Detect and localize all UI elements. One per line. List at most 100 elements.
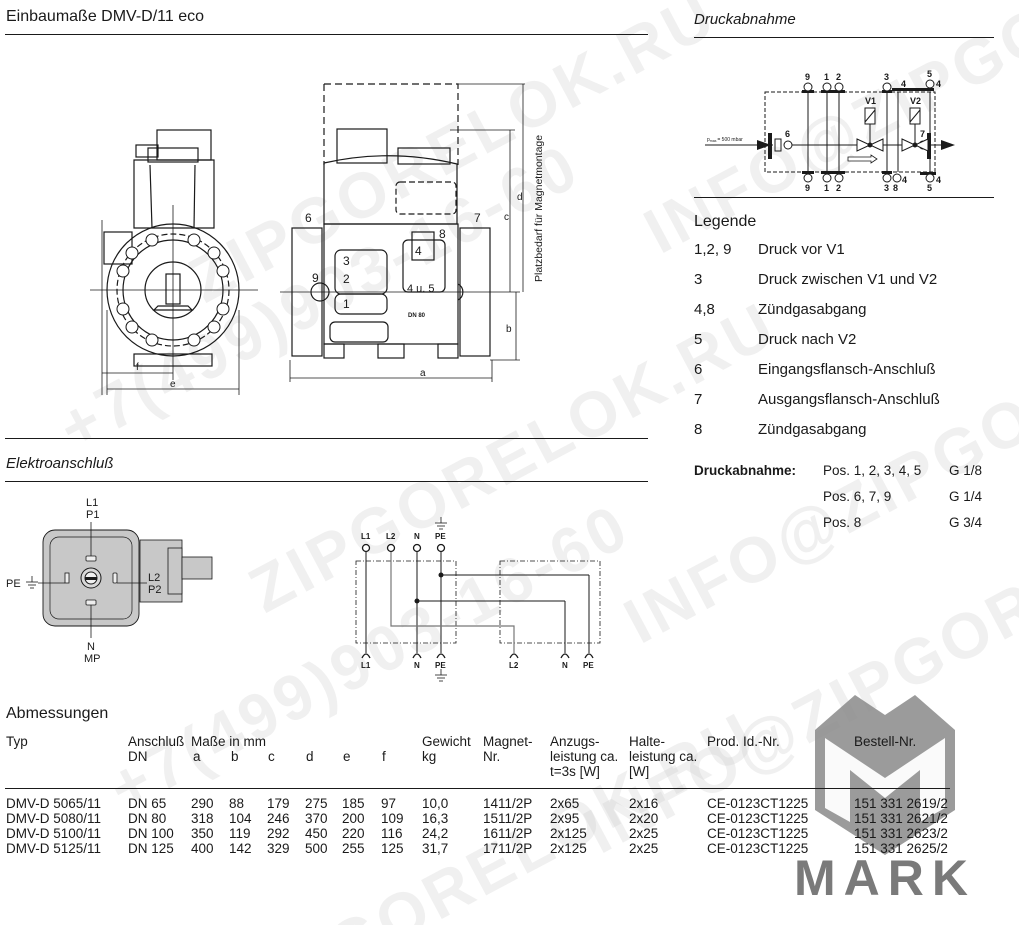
title-rule — [5, 34, 648, 35]
druckabnahme-label: Druckabnahme: — [694, 463, 797, 478]
svg-text:2: 2 — [836, 72, 841, 82]
dim-b-label: b — [506, 324, 512, 335]
port-3-label: 3 — [343, 254, 350, 268]
col-header-anzug-2: leistung ca. — [550, 749, 619, 764]
pin-n-label: N — [87, 641, 95, 653]
pin-l2-label: L2 — [148, 572, 160, 584]
pin-mp-label: MP — [84, 653, 101, 665]
svg-text:8: 8 — [893, 183, 898, 193]
elektro-title: Elektroanschluß — [6, 455, 114, 472]
svg-text:L1: L1 — [361, 532, 371, 541]
col-header-anschluss: Anschluß — [128, 734, 185, 749]
svg-text:3: 3 — [884, 72, 889, 82]
connector-plug-drawing: L1 P1 L2 P2 N MP PE — [6, 497, 213, 665]
elektro-rule — [5, 481, 648, 482]
dim-c-label: c — [504, 212, 509, 223]
pressure-tapping-schematic: 9 1 2 3 4 5 4 9 1 2 3 8 4 5 4 V1 V2 6 7 … — [705, 70, 955, 193]
dim-d-label: d — [517, 192, 523, 203]
dn-mark: DN 80 — [408, 313, 426, 319]
svg-text:L2: L2 — [386, 532, 396, 541]
pin-pe-label: PE — [6, 578, 21, 590]
col-header-a: a — [193, 749, 201, 764]
svg-text:3: 3 — [884, 183, 889, 193]
dim-f-label: f — [136, 362, 139, 373]
svg-text:9: 9 — [805, 183, 810, 193]
flange-end-view-drawing: f e — [90, 129, 258, 395]
pin-l1-label: L1 — [86, 497, 98, 509]
col-header-masse: Maße in mm — [191, 734, 267, 749]
svg-text:L2: L2 — [509, 661, 519, 670]
port-6-label: 6 — [305, 211, 312, 225]
elektro-top-rule — [5, 438, 648, 439]
inlet-label: 6 — [785, 129, 790, 139]
druckabnahme-pos: Pos. 8 — [823, 515, 862, 530]
svg-text:4: 4 — [936, 175, 941, 185]
svg-text:5: 5 — [927, 70, 932, 79]
col-header-halte-2: leistung ca. — [629, 749, 698, 764]
druckabnahme-title: Druckabnahme — [694, 11, 796, 28]
druckabnahme-thread: G 1/4 — [949, 489, 983, 504]
col-header-d: d — [306, 749, 314, 764]
col-header-f: f — [382, 749, 386, 764]
port-4-label: 4 — [415, 244, 422, 258]
svg-text:1: 1 — [824, 72, 829, 82]
col-header-kg: kg — [422, 749, 437, 764]
col-header-c: c — [268, 749, 275, 764]
col-header-halte: Halte- — [629, 734, 666, 749]
druckabnahme-thread: G 3/4 — [949, 515, 983, 530]
svg-text:1: 1 — [824, 183, 829, 193]
svg-text:PE: PE — [435, 661, 446, 670]
valve-v1-label: V1 — [865, 96, 876, 106]
port-9-label: 9 — [312, 271, 319, 285]
pin-p1-label: P1 — [86, 509, 99, 521]
outlet-label: 7 — [920, 129, 925, 139]
dim-a-label: a — [420, 368, 426, 379]
svg-text:PE: PE — [435, 532, 446, 541]
wiring-diagram: L1 L2 N PE L1 N PE L2 N PE — [355, 517, 601, 682]
svg-text:4: 4 — [902, 175, 907, 185]
page-title: Einbaumaße DMV-D/11 eco — [6, 8, 205, 25]
svg-text:PE: PE — [583, 661, 594, 670]
col-header-bestell: Bestell-Nr. — [854, 734, 917, 749]
svg-text:4: 4 — [936, 79, 941, 89]
port-8-label: 8 — [439, 227, 446, 241]
valve-front-view-drawing: 3 2 1 4 4 u. 5 6 7 8 9 DN 80 a b c d Pla… — [280, 83, 545, 382]
col-header-magnet: Magnet- — [483, 734, 533, 749]
svg-text:2: 2 — [836, 183, 841, 193]
druck-rule — [694, 37, 994, 38]
pin-p2-label: P2 — [148, 584, 161, 596]
druck-bottom-rule — [694, 197, 994, 198]
pmax-label: pmax.= 500 mbar — [707, 137, 743, 143]
mark-logo-icon: MARK — [795, 695, 975, 906]
port-2-label: 2 — [343, 272, 350, 286]
valve-v2-label: V2 — [910, 96, 921, 106]
col-header-anzug: Anzugs- — [550, 734, 600, 749]
col-header-halte-3: [W] — [629, 764, 650, 779]
col-header-magnet-nr: Nr. — [483, 749, 501, 764]
svg-text:9: 9 — [805, 72, 810, 82]
col-header-prod: Prod. Id.-Nr. — [707, 734, 780, 749]
svg-text:N: N — [414, 661, 420, 670]
col-header-b: b — [231, 749, 239, 764]
mark-logo-text: MARK — [795, 850, 975, 906]
svg-text:N: N — [562, 661, 568, 670]
druckabnahme-thread: G 1/8 — [949, 463, 983, 478]
table-header-rule — [5, 788, 950, 789]
svg-text:5: 5 — [927, 183, 932, 193]
druckabnahme-pos: Pos. 1, 2, 3, 4, 5 — [823, 463, 922, 478]
svg-text:4: 4 — [901, 79, 906, 89]
port-1-label: 1 — [343, 297, 350, 311]
side-label: Platzbedarf für Magnetmontage — [533, 135, 545, 282]
svg-text:L1: L1 — [361, 661, 371, 670]
col-header-e: e — [343, 749, 351, 764]
col-header-typ: Typ — [6, 734, 28, 749]
druckabnahme-pos: Pos. 6, 7, 9 — [823, 489, 892, 504]
